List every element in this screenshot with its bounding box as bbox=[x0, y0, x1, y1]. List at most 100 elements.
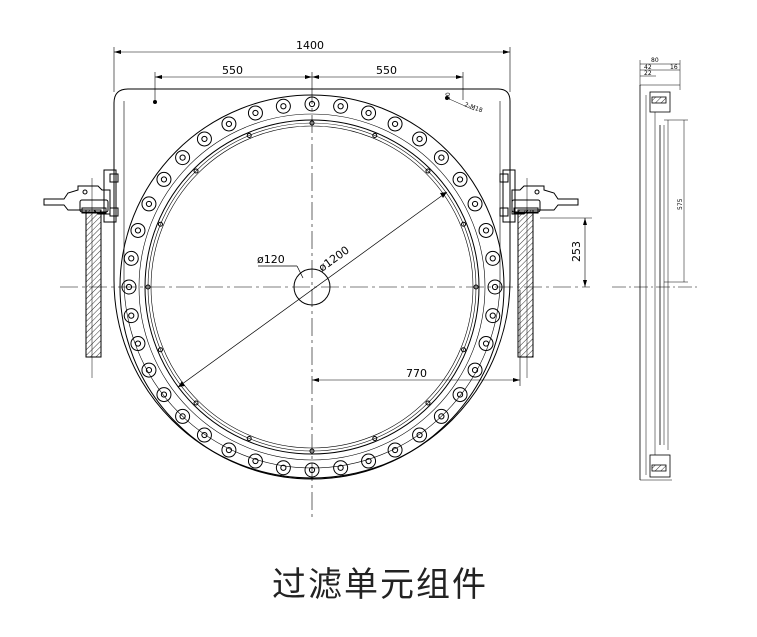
bolt-center bbox=[160, 176, 168, 183]
bolt-center bbox=[337, 464, 344, 471]
bolt-center bbox=[252, 109, 259, 117]
bolt-hole bbox=[478, 336, 494, 352]
bolt-hole bbox=[275, 460, 291, 476]
bolt-hole bbox=[361, 105, 377, 121]
side-dim-16: 16 bbox=[670, 64, 678, 71]
bolt-center bbox=[456, 391, 464, 398]
bolt-hole bbox=[333, 98, 349, 114]
bolt-hole bbox=[175, 150, 191, 166]
bolt-hole bbox=[433, 150, 449, 166]
bolt-hole bbox=[123, 308, 139, 324]
screw-point bbox=[372, 436, 378, 442]
bolt-center bbox=[482, 340, 490, 347]
bolt-holes bbox=[121, 96, 503, 478]
bolt-hole bbox=[156, 171, 172, 187]
bolt-hole bbox=[130, 222, 146, 238]
side-dim-575: 575 bbox=[677, 198, 684, 210]
bolt-hole bbox=[467, 196, 483, 212]
screw-point bbox=[246, 436, 252, 442]
bolt-center bbox=[280, 103, 287, 110]
bolt-center bbox=[225, 446, 233, 454]
bolt-hole bbox=[412, 427, 428, 443]
bolt-hole bbox=[387, 442, 403, 458]
bolt-center bbox=[225, 120, 233, 128]
bolt-hole bbox=[156, 387, 172, 403]
bolt-hole bbox=[452, 387, 468, 403]
bolt-center bbox=[280, 464, 287, 471]
bolt-center bbox=[201, 135, 208, 143]
screw-point bbox=[246, 132, 252, 138]
hole-offset-label: 20 bbox=[445, 92, 452, 100]
dim-770-label: 770 bbox=[406, 367, 427, 380]
bolt-center bbox=[438, 154, 445, 161]
bolt-hole bbox=[221, 442, 237, 458]
dim-550-left-label: 550 bbox=[222, 64, 243, 77]
bolt-center bbox=[145, 200, 153, 208]
filter-ring-outer bbox=[144, 119, 480, 455]
bolt-center bbox=[179, 413, 186, 420]
bolt-hole bbox=[247, 453, 263, 469]
bolt-center bbox=[128, 312, 135, 319]
bolt-center bbox=[391, 120, 399, 128]
screw-point bbox=[193, 168, 199, 174]
bolt-center bbox=[438, 413, 445, 420]
bolt-hole bbox=[123, 250, 139, 266]
bolt-center bbox=[489, 255, 496, 262]
bolt-center bbox=[365, 457, 372, 465]
bolt-hole bbox=[141, 196, 157, 212]
hole-note-label: 2-M18 bbox=[463, 101, 483, 114]
bolt-hole bbox=[467, 362, 483, 378]
bolt-hole bbox=[141, 362, 157, 378]
bolt-hole bbox=[247, 105, 263, 121]
screw-point bbox=[372, 132, 378, 138]
bolt-center bbox=[482, 227, 490, 234]
bolt-center bbox=[471, 366, 479, 374]
dim-253-label: 253 bbox=[570, 241, 583, 262]
bolt-center bbox=[337, 103, 344, 110]
bolt-center bbox=[416, 431, 423, 439]
bolt-center bbox=[179, 154, 186, 161]
bolt-center bbox=[391, 446, 399, 454]
bolt-hole bbox=[333, 460, 349, 476]
screw-point bbox=[157, 347, 163, 353]
side-dim-80: 80 bbox=[651, 57, 659, 64]
screw-point bbox=[425, 400, 431, 406]
bolt-center bbox=[160, 391, 168, 398]
bolt-center bbox=[134, 227, 142, 234]
screw-point bbox=[425, 168, 431, 174]
bolt-hole bbox=[196, 131, 212, 147]
bolt-center bbox=[128, 255, 135, 262]
drawing-caption: 过滤单元组件 bbox=[272, 565, 488, 605]
bolt-center bbox=[471, 200, 479, 208]
bolt-center bbox=[489, 312, 496, 319]
bolt-center bbox=[456, 176, 464, 183]
screw-point bbox=[193, 400, 199, 406]
bolt-hole bbox=[478, 222, 494, 238]
dim-hub-label: ø120 bbox=[257, 253, 285, 266]
bolt-hole bbox=[485, 308, 501, 324]
bolt-hole bbox=[387, 116, 403, 132]
bolt-center bbox=[134, 340, 142, 347]
bolt-center bbox=[416, 135, 423, 143]
screw-point bbox=[157, 221, 163, 227]
dim-1400-label: 1400 bbox=[296, 39, 324, 52]
bolt-center bbox=[201, 431, 208, 439]
side-dim-22: 22 bbox=[644, 70, 652, 77]
bolt-center bbox=[252, 457, 259, 465]
bolt-hole bbox=[452, 171, 468, 187]
front-view bbox=[43, 47, 592, 520]
bolt-center bbox=[365, 109, 372, 117]
side-dim-42: 42 bbox=[644, 64, 652, 71]
screw-point bbox=[461, 221, 467, 227]
bolt-hole bbox=[175, 408, 191, 424]
bolt-hole bbox=[196, 427, 212, 443]
bolt-hole bbox=[361, 453, 377, 469]
bolt-hole bbox=[130, 336, 146, 352]
side-view bbox=[612, 60, 700, 481]
bolt-center bbox=[145, 366, 153, 374]
dim-550-right-label: 550 bbox=[376, 64, 397, 77]
diameter-leader bbox=[177, 191, 448, 388]
bolt-hole bbox=[275, 98, 291, 114]
